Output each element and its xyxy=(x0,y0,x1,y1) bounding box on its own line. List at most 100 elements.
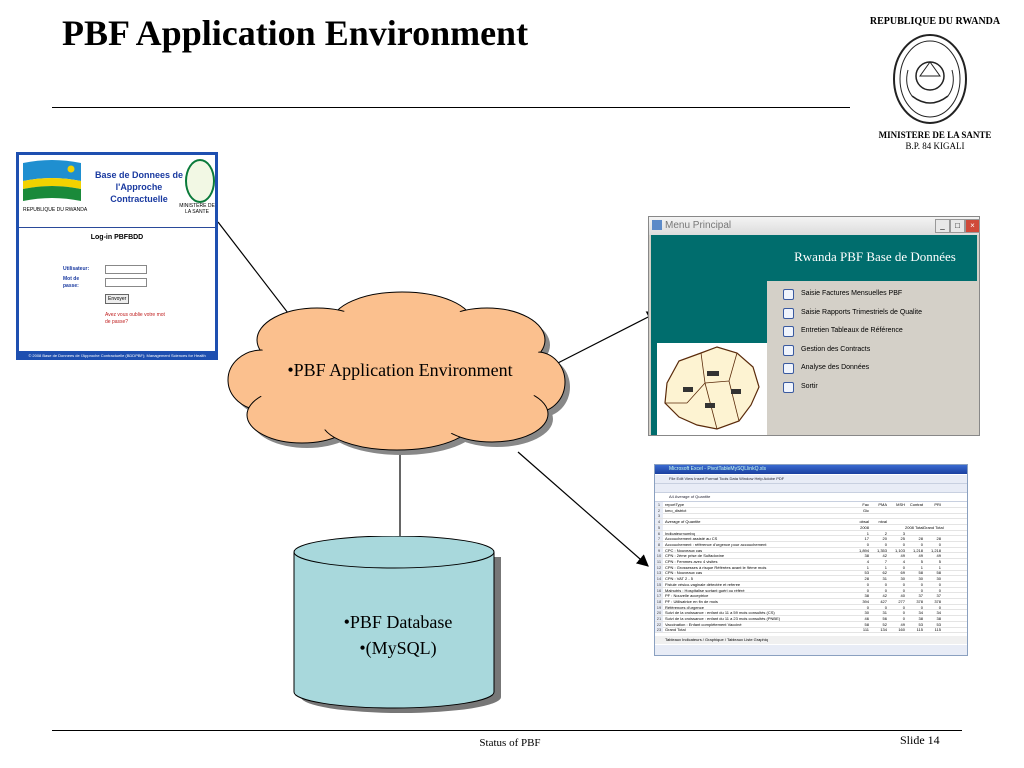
user-input[interactable] xyxy=(105,265,147,274)
republique-header: REPUBLIQUE DU RWANDA xyxy=(869,16,1001,27)
login-footer: © 2008 Base de Donnees de l'Approche Con… xyxy=(19,351,215,360)
cell-value: 28 xyxy=(864,576,869,582)
option-button-icon[interactable] xyxy=(783,381,794,393)
submit-button[interactable]: Envoyer xyxy=(105,294,130,304)
close-icon[interactable]: × xyxy=(965,219,980,233)
excel-menu-text: File Edit View Insert Format Tools Data … xyxy=(669,476,785,481)
excel-menubar[interactable]: File Edit View Insert Format Tools Data … xyxy=(655,475,967,484)
cell-value: 1,103 xyxy=(894,547,905,553)
cell-value: 69 xyxy=(900,570,905,576)
maximize-icon[interactable]: □ xyxy=(950,219,965,233)
version-label: Version 1.4b MySQL xyxy=(667,453,754,463)
cell-value: 4 xyxy=(866,559,869,564)
password-input[interactable] xyxy=(105,278,147,287)
cell-value: 25 xyxy=(900,536,905,542)
cell-value: 31 xyxy=(882,610,887,616)
option-button-icon[interactable] xyxy=(783,307,794,319)
excel-toolbar[interactable] xyxy=(655,484,967,493)
cell-value: 38 xyxy=(864,553,869,559)
row-number: 20 xyxy=(655,610,663,616)
cell-value: 0 xyxy=(902,564,905,570)
table-row[interactable]: 3 xyxy=(655,513,967,520)
cell-value: 1,353 xyxy=(876,547,887,553)
cell-value: 0 xyxy=(920,604,923,610)
row-number: 12 xyxy=(655,564,663,570)
application-cloud xyxy=(227,291,570,455)
row-label: Average of Quantite xyxy=(665,519,701,525)
forgot-password-link[interactable]: Avez vous oublie votre mot de passe? xyxy=(105,312,165,325)
cell-value: 1 xyxy=(866,564,869,570)
option-button-icon[interactable] xyxy=(783,344,794,356)
cell-value: 0 xyxy=(902,616,905,621)
arrow-cloud-to-menu xyxy=(551,311,660,367)
cell-value: Fac xyxy=(862,502,869,507)
cell-value: 0 xyxy=(902,610,905,616)
cell-value: 53 xyxy=(918,621,923,627)
cell-value: 111 xyxy=(862,627,869,633)
row-label: Suivi de la croissance : enfant du 11 a … xyxy=(665,610,775,616)
option-button-icon[interactable] xyxy=(783,289,794,300)
row-number: 11 xyxy=(655,559,663,564)
cell-value: 40 xyxy=(900,593,905,599)
cell-value: 0 xyxy=(884,581,887,587)
cell-value: Grand Total xyxy=(923,524,944,530)
cell-value: PRI xyxy=(934,502,941,507)
cell-value: PMA xyxy=(878,502,887,507)
cell-value: 37 xyxy=(936,593,941,599)
cell-value: 115 xyxy=(934,627,941,633)
cell-value: 58 xyxy=(864,621,869,627)
row-label: Accouchement : référence d'urgence pour … xyxy=(665,541,767,547)
cell-value: 2008 Total xyxy=(905,524,924,530)
excel-titlebar: Microsoft Excel - PivotTableMySQLlinkQ.x… xyxy=(655,465,967,474)
minimize-icon[interactable]: _ xyxy=(935,219,950,233)
row-number: 13 xyxy=(655,570,663,576)
cell-value: 49 xyxy=(936,553,941,559)
footer-status: Status of PBF xyxy=(479,737,541,749)
cell-value: 1 xyxy=(866,530,869,536)
ministere-header: MINISTERE DE LA SANTE xyxy=(878,130,992,140)
cell-value: 277 xyxy=(898,598,905,604)
login-screenshot: Base de Donnees de l'Approche Contractue… xyxy=(16,152,218,360)
excel-sheet-tabs[interactable]: Tableaux Indicateurs / Graphique / Table… xyxy=(655,636,967,644)
password-label: Mot de passe: xyxy=(63,276,80,289)
option-button-icon[interactable] xyxy=(783,363,794,374)
excel-screenshot: Microsoft Excel - PivotTableMySQLlinkQ.x… xyxy=(654,464,968,656)
row-number: 10 xyxy=(655,553,663,559)
option-button-icon[interactable] xyxy=(783,326,794,337)
address-header: B.P. 84 KIGALI xyxy=(905,141,965,151)
excel-formula-text: A4 Average of Quantite xyxy=(669,494,711,499)
excel-formula-bar[interactable]: A4 Average of Quantite xyxy=(655,493,967,502)
cell-value: 52 xyxy=(882,621,887,627)
menu-banner: Rwanda PBF Base de Données xyxy=(651,235,977,281)
cell-value: 1 xyxy=(938,564,941,570)
row-number: 3 xyxy=(655,513,663,519)
cell-value: 0 xyxy=(866,581,869,587)
row-number: 23 xyxy=(655,627,663,633)
row-number: 21 xyxy=(655,616,663,621)
cell-value: 30 xyxy=(900,576,905,582)
row-number: 15 xyxy=(655,581,663,587)
login-db-title: Base de Donnees de l'Approche Contractue… xyxy=(94,170,184,204)
